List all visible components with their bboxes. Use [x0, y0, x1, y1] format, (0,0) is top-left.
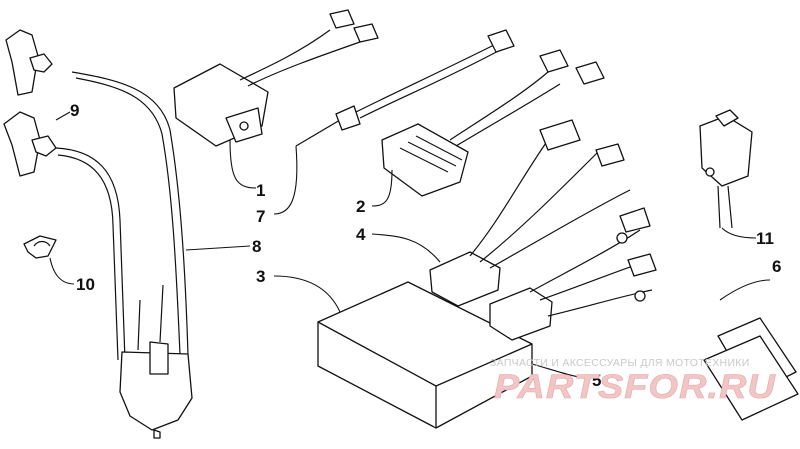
leader-lines [49, 111, 771, 379]
callout-9: 9 [70, 101, 79, 120]
watermark: ЗАПЧАСТИ И АКСЕССУАРЫ ДЛЯ МОТОТЕХНИКИ PA… [490, 357, 776, 406]
callout-10: 10 [76, 275, 95, 294]
temperature-sensor [295, 29, 515, 147]
cdi-box [173, 9, 379, 147]
callout-8: 8 [252, 237, 261, 256]
watermark-caption: ЗАПЧАСТИ И АКСЕССУАРЫ ДЛЯ МОТОТЕХНИКИ [490, 357, 750, 369]
callout-6: 6 [772, 257, 781, 276]
callout-7: 7 [256, 207, 265, 226]
callouts: 1 2 3 4 5 6 7 8 9 10 11 [70, 101, 781, 390]
wire-clip [23, 235, 57, 259]
callout-3: 3 [256, 267, 265, 286]
callout-2: 2 [356, 197, 365, 216]
ecu-harness [317, 119, 657, 429]
callout-5: 5 [592, 371, 601, 390]
watermark-logo: PARTSFOR.RU [494, 368, 776, 406]
relay [699, 109, 753, 229]
callout-4: 4 [356, 225, 366, 244]
spark-plug-caps [3, 29, 189, 361]
callout-11: 11 [756, 229, 774, 248]
callout-1: 1 [256, 181, 265, 200]
ignition-coil [119, 284, 193, 439]
owners-manual [703, 317, 799, 421]
voltage-regulator [381, 49, 605, 197]
